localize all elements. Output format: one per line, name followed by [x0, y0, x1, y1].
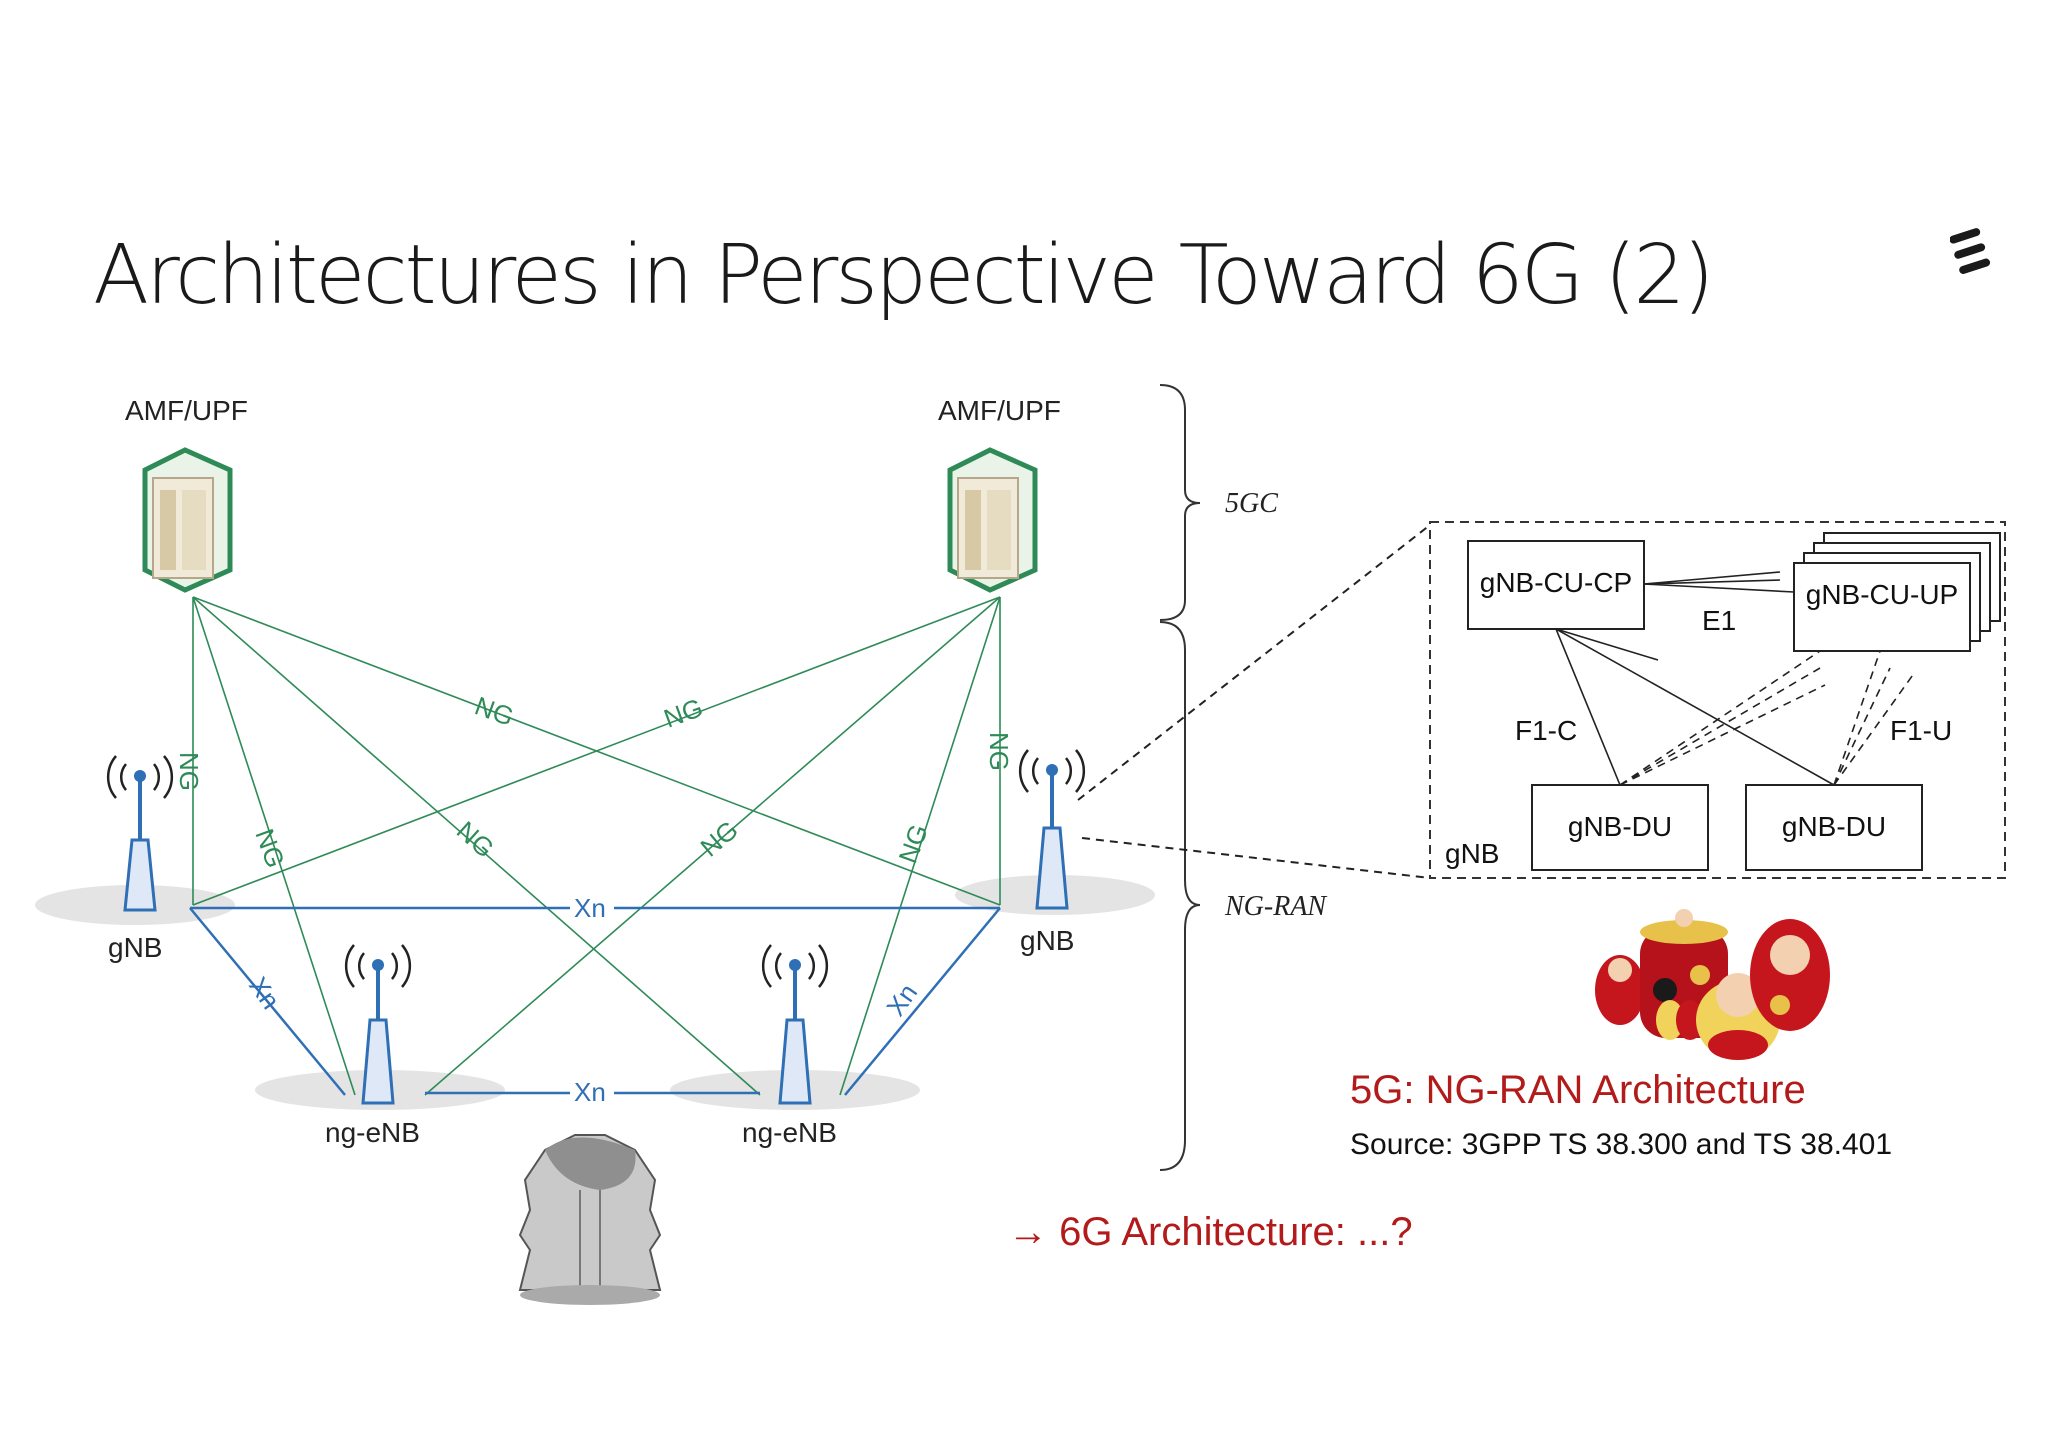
ng-labels: NG NG NG NG NG NG NG NG [174, 690, 1014, 871]
cu-up-box [1793, 562, 1971, 652]
f1u-links [1619, 650, 1916, 786]
ng-label: NG [660, 692, 707, 734]
antenna-icon [1018, 749, 1086, 910]
e1-links [1643, 571, 1795, 593]
ng-label: NG [892, 820, 934, 867]
ng-label: NG [249, 825, 291, 872]
janus-bust-image [518, 1134, 662, 1305]
matryoshka-dolls-image [1595, 909, 1830, 1060]
xn-label: Xn [574, 893, 606, 923]
source-citation: Source: 3GPP TS 38.300 and TS 38.401 [1350, 1128, 1893, 1161]
core-node-label: AMF/UPF [125, 395, 248, 426]
f1c-label: F1-C [1515, 715, 1577, 746]
xn-links [189, 906, 1001, 1096]
server-icon [142, 447, 233, 593]
core-brace-label: 5GC [1225, 488, 1278, 519]
xn-label: Xn [880, 978, 923, 1021]
zoom-lines [1077, 524, 1431, 879]
core-brace [1159, 384, 1201, 621]
cu-up-label: gNB-CU-UP [1806, 579, 1958, 610]
ngran-caption: 5G: NG-RAN Architecture [1350, 1068, 1806, 1112]
antenna-icon [761, 944, 829, 1105]
ran-brace-label: NG-RAN [1224, 891, 1327, 922]
cu-cp-box [1467, 540, 1645, 630]
antenna-icon [106, 755, 174, 912]
du-label: gNB-DU [1568, 811, 1672, 842]
du-label: gNB-DU [1782, 811, 1886, 842]
core-node-label: AMF/UPF [938, 395, 1061, 426]
du-box [1745, 784, 1923, 871]
ng-links [192, 596, 1001, 1096]
sixg-question: → 6G Architecture: ...? [1008, 1210, 1413, 1254]
server-icon [947, 447, 1038, 593]
f1u-label: F1-U [1890, 715, 1952, 746]
ng-label: NG [984, 732, 1014, 771]
gnb-box-label: gNB [1445, 838, 1499, 869]
ran-node-label: gNB [108, 932, 162, 963]
f1c-links [1555, 628, 1835, 786]
ng-label: NG [174, 752, 204, 791]
ran-node-label: gNB [1020, 925, 1074, 956]
ran-brace [1159, 621, 1201, 1171]
ran-node-label: ng-eNB [742, 1117, 837, 1148]
xn-label: Xn [574, 1077, 606, 1107]
cu-cp-label: gNB-CU-CP [1480, 567, 1632, 598]
du-box [1531, 784, 1709, 871]
ng-label: NG [451, 815, 500, 863]
gnb-detail-box [1429, 521, 2006, 879]
ran-node-label: ng-eNB [325, 1117, 420, 1148]
xn-label: Xn [243, 971, 286, 1014]
slide-title: Architectures in Perspective Toward 6G (… [93, 228, 1715, 323]
antenna-icon [344, 944, 412, 1105]
ng-label: NG [471, 690, 518, 732]
ericsson-logo-icon [1950, 228, 1990, 274]
e1-label: E1 [1702, 605, 1736, 636]
